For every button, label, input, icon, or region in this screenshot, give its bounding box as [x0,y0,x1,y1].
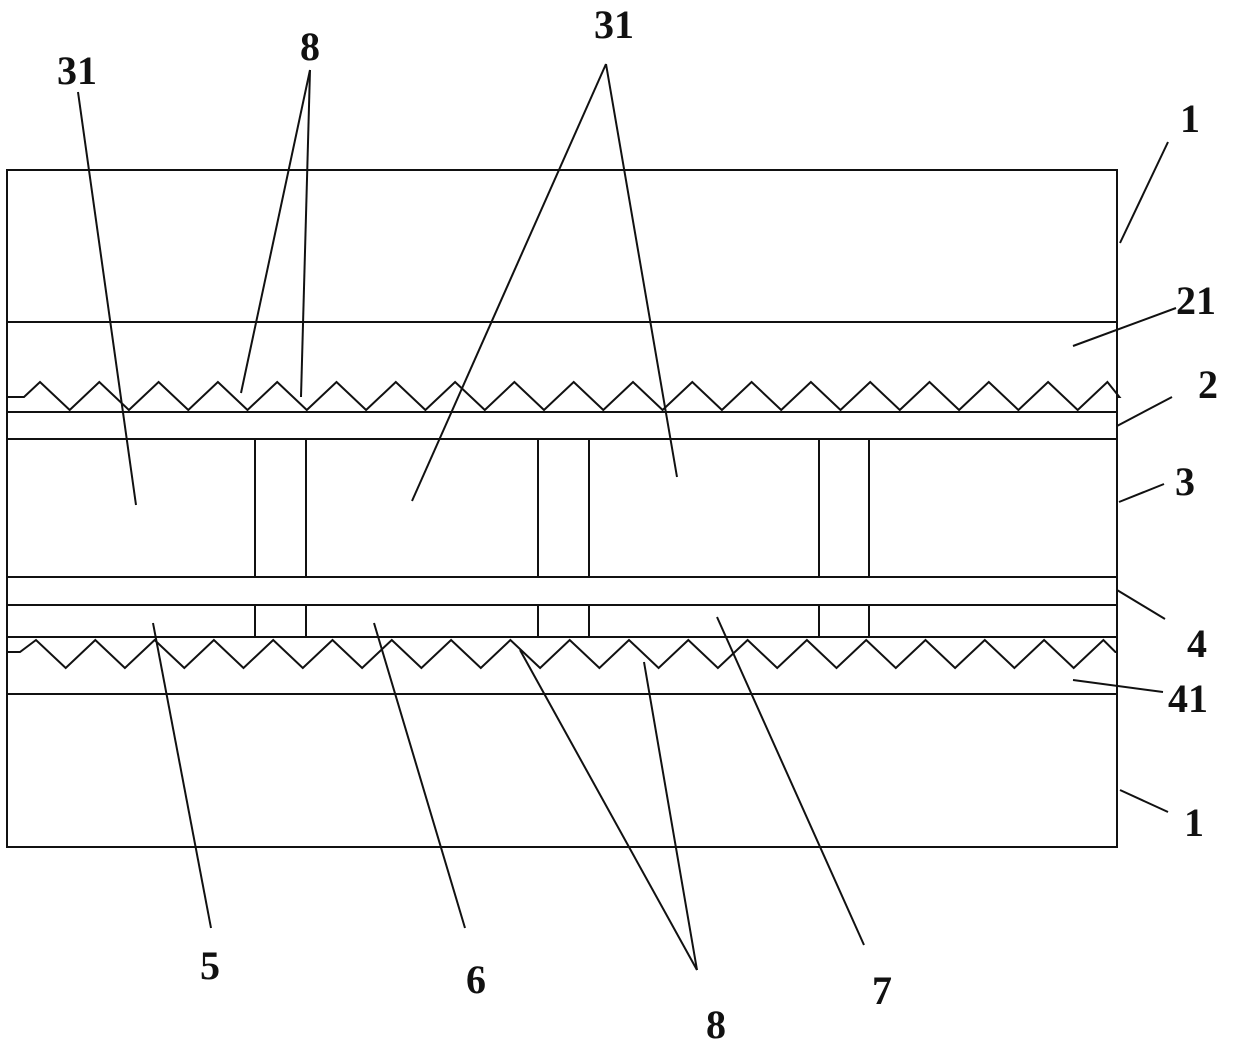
leader-31-b [606,64,677,477]
label-7: 7 [872,968,892,1013]
top-zigzag-microstructure [7,382,1119,410]
label-1-bottom: 1 [1184,800,1204,845]
leader-31-a [412,64,606,501]
bottom-zigzag-microstructure [7,640,1117,668]
label-21: 21 [1176,278,1216,323]
leader-1-top [1120,142,1168,243]
leader-6 [374,623,465,928]
leader-3 [1119,484,1164,502]
leader-7 [717,617,864,945]
leader-2 [1117,397,1172,426]
label-4: 4 [1187,621,1207,666]
label-41: 41 [1168,676,1208,721]
label-5: 5 [200,943,220,988]
leader-31-left [78,92,136,505]
label-8-top: 8 [300,24,320,69]
label-31-group: 31 [594,2,634,47]
label-2: 2 [1198,362,1218,407]
label-8-bottom: 8 [706,1002,726,1045]
label-6: 6 [466,957,486,1002]
leader-8-top-b [301,70,310,397]
leader-1-bottom [1120,790,1168,812]
label-3: 3 [1175,459,1195,504]
outer-frame [7,170,1117,847]
leader-5 [153,623,211,928]
leader-8-top-a [241,70,310,393]
leader-4 [1117,590,1165,619]
label-31-left: 31 [57,48,97,93]
label-1-top: 1 [1180,96,1200,141]
leader-21 [1073,308,1176,346]
